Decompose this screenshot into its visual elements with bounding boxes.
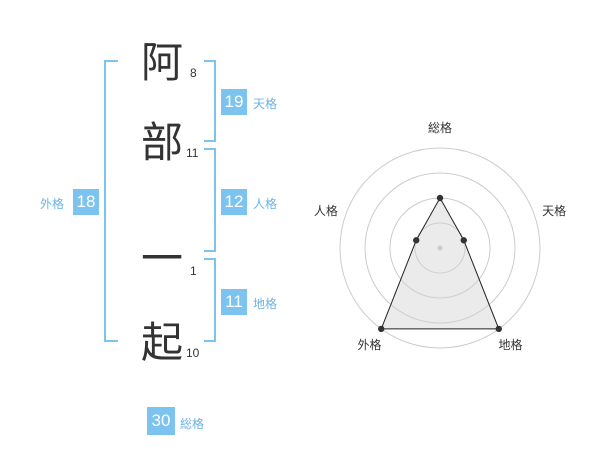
jinkaku-value: 12	[221, 189, 247, 215]
soukaku-label: 総格	[180, 417, 205, 431]
soukaku-value: 30	[147, 407, 175, 435]
name-char-4: 起	[141, 318, 184, 367]
stroke-count-1: 8	[190, 66, 197, 80]
name-char-3: 一	[141, 234, 184, 283]
stroke-count-3: 1	[190, 264, 197, 278]
radar-ring	[364, 172, 516, 324]
radar-polygon	[380, 196, 500, 330]
chikaku-label: 地格	[253, 297, 278, 311]
radar-axis-label-2: 天格	[542, 203, 566, 218]
radar-point-3	[495, 325, 502, 333]
radar-ring	[339, 147, 541, 349]
chikaku-value: 11	[221, 289, 247, 315]
radar-point-4	[378, 325, 385, 333]
radar-axis-label-5: 人格	[314, 203, 338, 218]
radar-point-5	[413, 237, 420, 244]
stroke-count-4: 10	[186, 346, 200, 360]
stroke-count-2: 11	[186, 146, 199, 160]
gaikaku-value: 18	[73, 189, 99, 215]
radar-ring	[414, 222, 466, 274]
tenkaku-value: 19	[221, 89, 247, 115]
name-char-2: 部	[141, 118, 184, 167]
radar-point-1	[436, 194, 444, 202]
radar-axis-label-3: 地格	[499, 337, 523, 352]
jinkaku-bracket	[204, 148, 216, 252]
tenkaku-bracket	[204, 60, 216, 142]
radar-axis-label-4: 外格	[357, 337, 381, 352]
jinkaku-label: 人格	[253, 197, 278, 211]
radar-point-2	[460, 237, 467, 244]
chikaku-bracket	[204, 258, 216, 342]
name-char-1: 阿	[141, 38, 184, 87]
gaikaku-bracket	[104, 60, 118, 342]
gaikaku-label: 外格	[40, 197, 65, 211]
radar-axis-label-1: 総格	[428, 120, 452, 135]
radar-center	[437, 245, 443, 251]
tenkaku-label: 天格	[253, 97, 278, 111]
